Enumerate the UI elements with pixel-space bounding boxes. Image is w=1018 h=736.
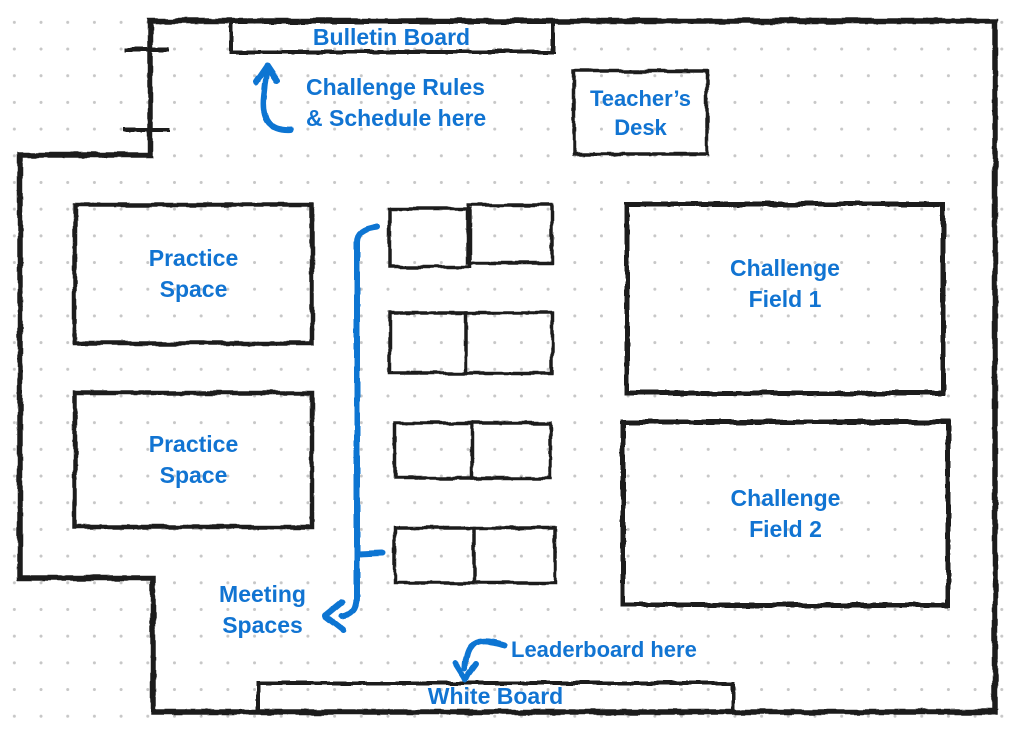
challenge-field-1-label: Challenge Field 1 [627,204,943,393]
meeting-table-1 [388,203,554,269]
meeting-spaces-line2: Spaces [222,612,303,638]
rules-schedule-line2: & Schedule here [306,105,487,131]
meeting-spaces-annotation: Meeting Spaces [185,579,340,641]
practice-space-top-line1: Practice [148,245,239,271]
rules-arrow [253,63,294,134]
teachers-desk-line2: Desk [614,114,667,140]
teachers-desk-line1: Teacher’s [589,85,692,111]
practice-space-bottom-line2: Space [159,462,228,488]
challenge-field-2-label: Challenge Field 2 [623,422,948,605]
practice-space-top-line2: Space [159,276,228,302]
practice-space-bottom-box [72,390,315,530]
challenge-field-1-line2: Field 1 [748,285,822,312]
challenge-field-2-box [620,419,951,608]
bulletin-board-text: Bulletin Board [312,23,471,50]
challenge-field-1-line1: Challenge [730,254,840,281]
outer-wall [17,18,998,715]
leaderboard-arrow [452,638,507,682]
bulletin-board-label: Bulletin Board [232,22,551,52]
challenge-field-2-line2: Field 2 [749,515,822,542]
leaderboard-text: Leaderboard here [511,637,697,662]
rules-schedule-annotation: Challenge Rules & Schedule here [306,72,486,134]
meeting-table-2 [388,311,554,375]
white-board-label: White Board [258,682,733,711]
bulletin-board-box [230,20,555,54]
challenge-field-1-box [624,201,946,396]
rules-schedule-line1: Challenge Rules [306,74,485,100]
teachers-desk-label: Teacher’s Desk [576,72,705,153]
meeting-spaces-line1: Meeting [219,581,306,607]
meeting-table-4 [393,526,557,585]
white-board-box [256,681,735,714]
practice-space-bottom-line1: Practice [148,431,239,457]
meeting-spaces-bracket-arrow [322,224,385,633]
meeting-table-3 [393,421,552,480]
practice-space-top-box [72,202,315,346]
teachers-desk-box [572,69,709,156]
challenge-field-2-line1: Challenge [730,484,841,511]
practice-space-bottom-label: Practice Space [75,393,312,527]
leaderboard-annotation: Leaderboard here [511,634,697,665]
white-board-text: White Board [427,683,564,709]
practice-space-top-label: Practice Space [75,205,312,343]
